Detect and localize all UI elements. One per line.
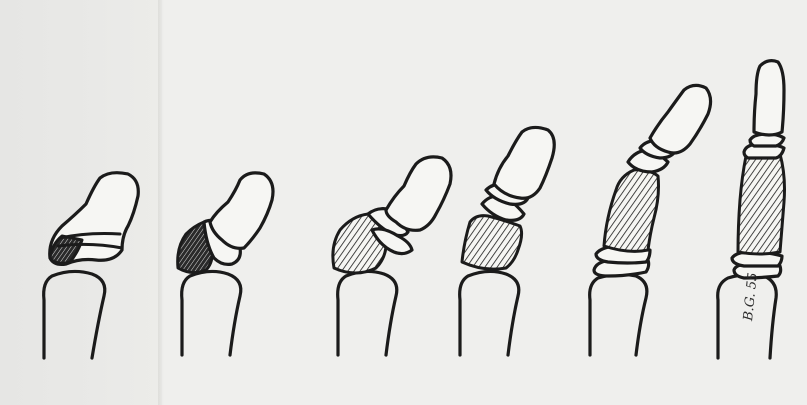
panel-5-fracture-fragment — [604, 170, 659, 252]
panel-5-metacarpal — [590, 274, 647, 355]
panel-3 — [333, 157, 451, 355]
panel-2-phalanx — [210, 173, 273, 248]
panel-4-metacarpal — [460, 271, 519, 355]
panel-5-phalanx — [650, 85, 711, 153]
panel-4-fracture-fragment — [462, 216, 522, 270]
panel-4 — [460, 127, 555, 355]
panel-1 — [44, 173, 139, 358]
panel-6-fracture-fragment — [738, 152, 785, 254]
panel-5 — [590, 85, 711, 355]
panel-4-phalanx — [494, 127, 554, 198]
panel-1-metacarpal — [44, 271, 105, 358]
panel-3-phalanx — [386, 157, 451, 230]
panel-6-phalanx — [754, 61, 784, 135]
panel-3-metacarpal — [338, 271, 397, 355]
panel-2 — [178, 173, 273, 355]
panel-2-metacarpal — [182, 271, 241, 355]
